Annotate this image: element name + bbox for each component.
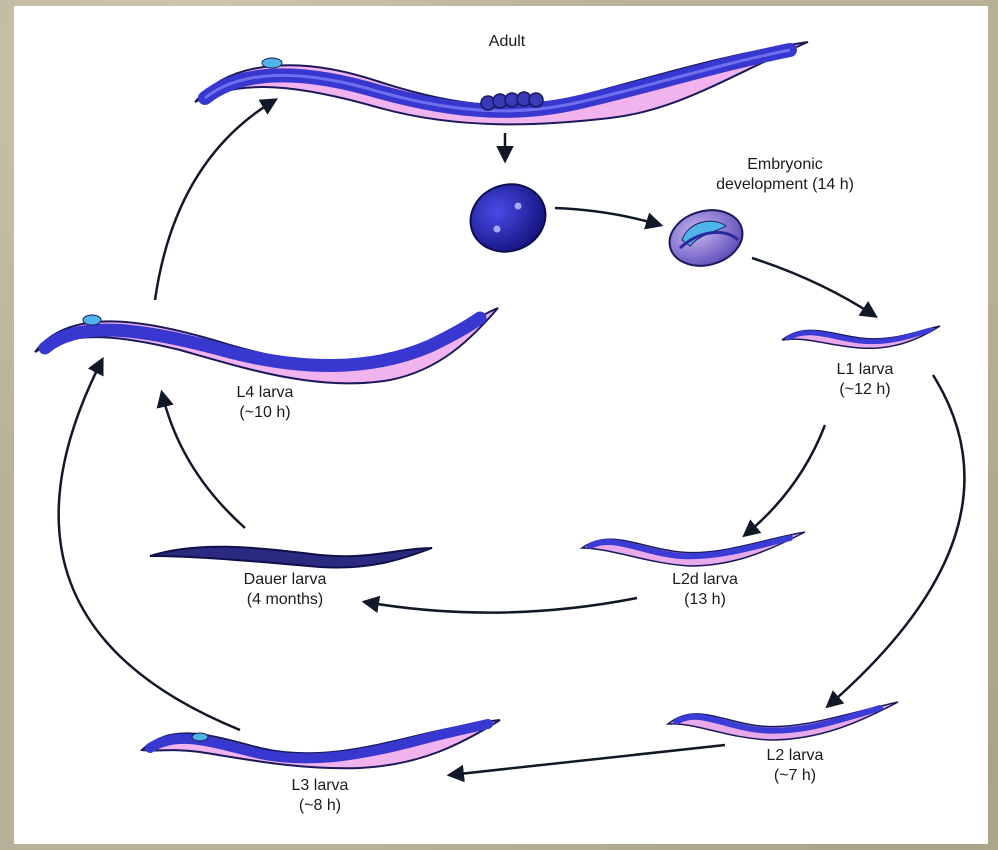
l2d-label: L2d larva (13 h) (650, 570, 760, 610)
adult-stage-name: Adult (462, 32, 552, 52)
l2-label: L2 larva (~7 h) (745, 746, 845, 786)
dauer-stage-name: Dauer larva (220, 570, 350, 590)
embryonic-label: Embryonic development (14 h) (690, 155, 880, 195)
adult-worm (195, 42, 808, 124)
l4-larva-worm (35, 308, 498, 383)
arrow-l2d-to-dauer (365, 598, 637, 613)
l2d-larva-worm (582, 532, 805, 566)
arrow-l1-to-l2 (828, 375, 964, 706)
l3-larva-worm (142, 720, 500, 768)
l3-duration: (~8 h) (270, 796, 370, 816)
l4-duration: (~10 h) (205, 403, 325, 423)
l2-duration: (~7 h) (745, 766, 845, 786)
l3-stage-name: L3 larva (270, 776, 370, 796)
adult-label: Adult (462, 32, 552, 52)
l4-stage-name: L4 larva (205, 383, 325, 403)
arrow-l2-to-l3 (450, 745, 725, 775)
l1-larva-worm (782, 326, 940, 348)
l1-duration: (~12 h) (815, 380, 915, 400)
embryonic-line1: Embryonic (690, 155, 880, 175)
arrow-embryo-to-l1 (752, 258, 875, 316)
embryonic-line2: development (14 h) (690, 175, 880, 195)
dauer-larva-worm (150, 547, 432, 568)
l4-label: L4 larva (~10 h) (205, 383, 325, 423)
arrow-l4-to-adult (155, 100, 275, 300)
l1-stage-name: L1 larva (815, 360, 915, 380)
l3-label: L3 larva (~8 h) (270, 776, 370, 816)
arrow-l1-to-l2d (745, 425, 825, 535)
developing-embryo-egg (663, 202, 748, 273)
l2d-duration: (13 h) (650, 590, 760, 610)
dauer-label: Dauer larva (4 months) (220, 570, 350, 610)
l2-stage-name: L2 larva (745, 746, 845, 766)
l2d-stage-name: L2d larva (650, 570, 760, 590)
fertilized-egg (461, 174, 555, 262)
l2-larva-worm (668, 702, 898, 740)
arrow-egg-to-embryo (555, 208, 660, 225)
l1-label: L1 larva (~12 h) (815, 360, 915, 400)
dauer-duration: (4 months) (220, 590, 350, 610)
